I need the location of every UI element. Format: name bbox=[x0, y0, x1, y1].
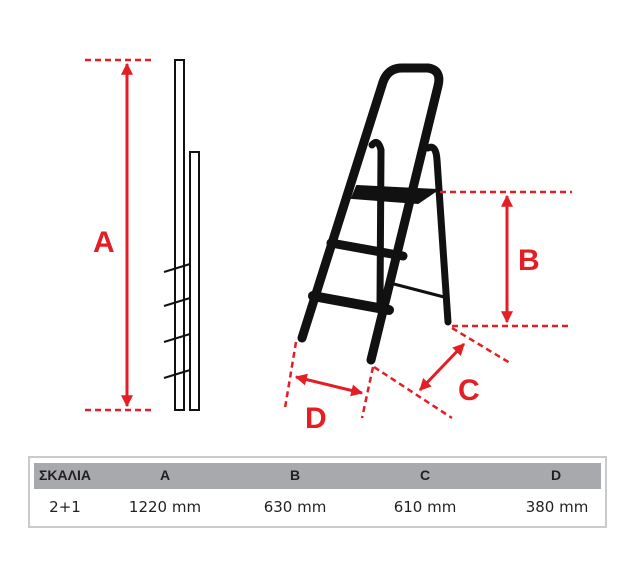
ladder-diagram: A B C D bbox=[85, 58, 572, 435]
header-a: A bbox=[159, 467, 171, 483]
dimension-label-c: C bbox=[458, 374, 480, 407]
dimension-label-a: A bbox=[93, 226, 115, 259]
header-b: B bbox=[289, 467, 301, 483]
dimension-c bbox=[373, 326, 511, 420]
cell-c: 610 mm bbox=[393, 498, 457, 516]
dimensions-table: ΣΚΑΛΙΑ A B C D 2+1 1220 mm 630 mm 610 mm… bbox=[28, 456, 607, 528]
header-d: D bbox=[550, 467, 562, 483]
header-c: C bbox=[419, 467, 431, 483]
dimension-d bbox=[283, 341, 375, 419]
header-steps: ΣΚΑΛΙΑ bbox=[39, 467, 91, 483]
cell-b: 630 mm bbox=[263, 498, 327, 516]
cell-d: 380 mm bbox=[525, 498, 589, 516]
cell-steps: 2+1 bbox=[49, 498, 81, 516]
cell-a: 1220 mm bbox=[128, 498, 202, 516]
dimension-b bbox=[440, 190, 572, 328]
step-ladder bbox=[297, 63, 452, 365]
dimension-label-d: D bbox=[305, 402, 327, 435]
folded-ladder-side-view bbox=[163, 59, 200, 411]
dimension-a bbox=[85, 58, 155, 412]
table-header: ΣΚΑΛΙΑ A B C D bbox=[34, 463, 601, 489]
dimension-label-b: B bbox=[518, 244, 540, 277]
